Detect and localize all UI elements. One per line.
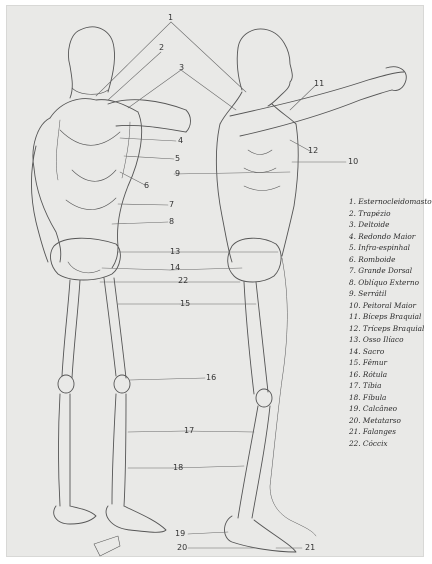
callout-19: 19 xyxy=(175,530,185,538)
legend-item: 14. Sacro xyxy=(349,346,429,358)
legend-item: 8. Oblíquo Externo xyxy=(349,277,429,289)
callout-1: 1 xyxy=(168,14,173,22)
leader-lines xyxy=(96,22,346,548)
callout-8: 8 xyxy=(169,218,174,226)
callout-6: 6 xyxy=(144,182,149,190)
legend-list: 1. Esternocleidomastoideo 2. Trapézio 3.… xyxy=(349,196,429,449)
callout-18: 18 xyxy=(173,464,183,472)
callout-11: 11 xyxy=(314,80,324,88)
legend-item: 4. Redondo Maior xyxy=(349,231,429,243)
legend-item: 3. Deltoide xyxy=(349,219,429,231)
legend-item: 12. Tríceps Braquial xyxy=(349,323,429,335)
legend-item: 5. Infra-espinhal xyxy=(349,242,429,254)
legend-item: 15. Fêmur xyxy=(349,357,429,369)
legend-item: 22. Cóccix xyxy=(349,438,429,450)
legend-item: 16. Rótula xyxy=(349,369,429,381)
legend-item: 13. Osso Ilíaco xyxy=(349,334,429,346)
legend-item: 21. Falanges xyxy=(349,426,429,438)
callout-15: 15 xyxy=(180,300,190,308)
callout-17: 17 xyxy=(184,427,194,435)
legend-item: 11. Bíceps Braquial xyxy=(349,311,429,323)
callout-9: 9 xyxy=(175,170,180,178)
callout-20: 20 xyxy=(177,544,187,552)
callout-16: 16 xyxy=(206,374,216,382)
callout-22: 22 xyxy=(178,277,188,285)
legend-item: 19. Calcâneo xyxy=(349,403,429,415)
callout-14: 14 xyxy=(170,264,180,272)
legend-item: 10. Peitoral Maior xyxy=(349,300,429,312)
callout-7: 7 xyxy=(169,201,174,209)
callout-21: 21 xyxy=(305,544,315,552)
callout-13: 13 xyxy=(170,248,180,256)
callout-10: 10 xyxy=(348,158,358,166)
callout-4: 4 xyxy=(178,137,183,145)
legend-item: 6. Romboide xyxy=(349,254,429,266)
legend-item: 18. Fíbula xyxy=(349,392,429,404)
legend-item: 17. Tíbia xyxy=(349,380,429,392)
legend-item: 7. Grande Dorsal xyxy=(349,265,429,277)
legend-item: 2. Trapézio xyxy=(349,208,429,220)
legend-item: 20. Metatarso xyxy=(349,415,429,427)
legend-item: 1. Esternocleidomastoideo xyxy=(349,196,429,208)
callout-3: 3 xyxy=(179,64,184,72)
callout-5: 5 xyxy=(175,155,180,163)
back-view-figure xyxy=(32,27,191,556)
legend-item: 9. Serrátil xyxy=(349,288,429,300)
callout-12: 12 xyxy=(308,147,318,155)
callout-2: 2 xyxy=(159,44,164,52)
